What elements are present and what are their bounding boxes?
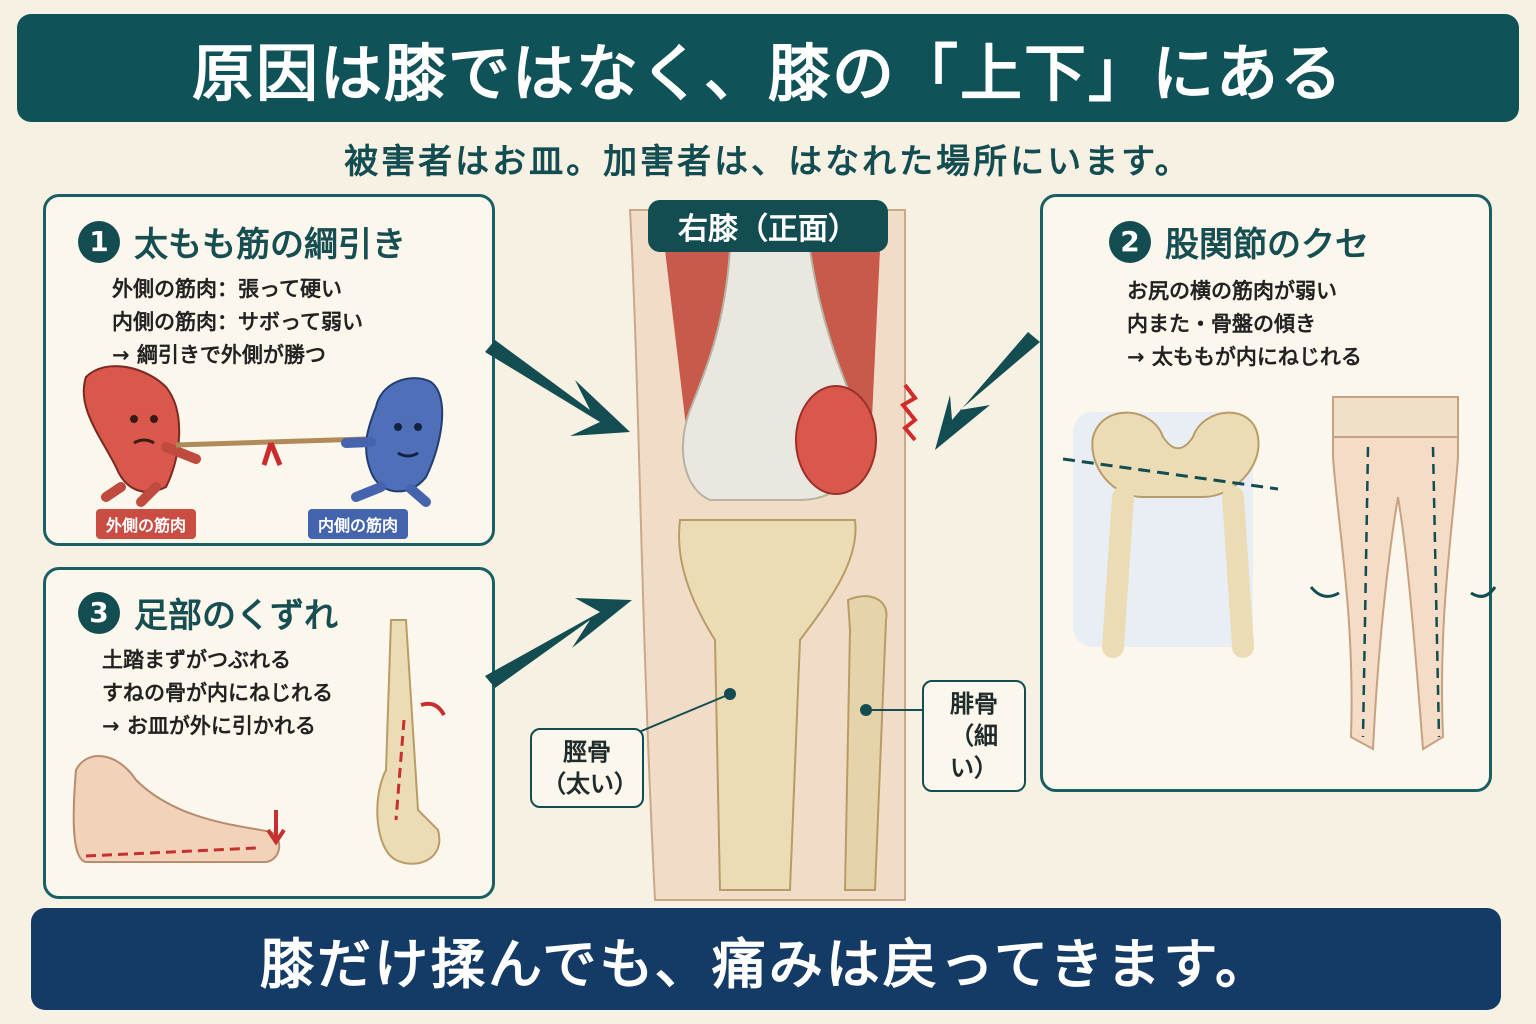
panel-3-line-2: すねの骨が内にねじれる: [102, 681, 333, 705]
arrow-from-panel-1: [485, 340, 630, 436]
panel-3-heading: 足部のくずれ: [134, 596, 338, 636]
bottom-message: 膝だけ揉んでも、痛みは戻ってきます。: [260, 932, 1272, 996]
inner-muscle-tag: 内側の筋肉: [308, 509, 409, 539]
fibula-name: 腓骨: [950, 690, 998, 718]
title-banner: 原因は膝ではなく、膝の「上下」にある: [17, 14, 1519, 122]
inner-muscle-figure: [365, 377, 444, 493]
fibula: [843, 595, 888, 891]
panel-foot-collapse: 3 足部のくずれ 土踏まずがつぶれる すねの骨が内にねじれる → お皿が外に引か…: [43, 567, 495, 899]
panel-1-text: 外側の筋肉：張って硬い 内側の筋肉：サボって弱い → 綱引きで外側が勝つ: [112, 273, 363, 372]
tibia-note: （太い）: [542, 770, 638, 798]
panel-2-title: 2 股関節のクセ: [1109, 217, 1369, 266]
panel-3-number: 3: [78, 591, 120, 634]
outer-muscle-tag: 外側の筋肉: [96, 509, 197, 539]
page-title: 原因は膝ではなく、膝の「上下」にある: [191, 37, 1344, 110]
knee-label: 右膝（正面）: [648, 200, 888, 252]
bottom-banner: 膝だけ揉んでも、痛みは戻ってきます。: [31, 908, 1501, 1010]
panel-3-line-1: 土踏まずがつぶれる: [102, 648, 291, 672]
panel-2-line-3: → 太ももが内にねじれる: [1127, 345, 1362, 369]
panel-3-text: 土踏まずがつぶれる すねの骨が内にねじれる → お皿が外に引かれる: [102, 644, 333, 743]
legs: [1332, 396, 1459, 751]
panel-1-line-2: 内側の筋肉：サボって弱い: [112, 310, 363, 334]
pelvis: [1091, 411, 1260, 499]
arrow-from-panel-2: [935, 332, 1040, 450]
panel-2-text: お尻の横の筋肉が弱い 内また・骨盤の傾き → 太ももが内にねじれる: [1127, 275, 1362, 374]
rope: [175, 436, 367, 448]
panel-2-heading: 股関節のクセ: [1165, 225, 1369, 265]
patella: [795, 385, 877, 495]
panel-2-line-1: お尻の横の筋肉が弱い: [1127, 279, 1337, 303]
panel-2-line-2: 内また・骨盤の傾き: [1127, 312, 1316, 336]
outer-muscle-figure: [82, 365, 181, 493]
foot-illustration: [72, 619, 446, 865]
tibia-label: 脛骨 （太い）: [530, 728, 644, 808]
tibia: [678, 519, 857, 891]
tibia-name: 脛骨: [563, 738, 611, 766]
pain-mark: [899, 383, 918, 442]
fibula-label: 腓骨 （細い）: [922, 680, 1026, 792]
panel-thigh-tug: 1 太もも筋の綱引き 外側の筋肉：張って硬い 内側の筋肉：サボって弱い → 綱引…: [43, 194, 495, 546]
panel-hip-habit: 2 股関節のクセ お尻の横の筋肉が弱い 内また・骨盤の傾き → 太ももが内にねじ…: [1040, 194, 1497, 792]
fibula-note: （細い）: [950, 722, 998, 782]
panel-1-title: 1 太もも筋の綱引き: [78, 217, 406, 266]
panel-3-title: 3 足部のくずれ: [78, 588, 338, 637]
tug-of-war-illustration: [82, 365, 444, 507]
subtitle: 被害者はお皿。加害者は、はなれた場所にいます。: [344, 142, 1192, 182]
panel-1-line-3: → 綱引きで外側が勝つ: [112, 343, 326, 367]
hip-illustration: [1062, 396, 1497, 751]
shin-bone: [376, 619, 441, 865]
panel-1-number: 1: [78, 220, 120, 263]
panel-1-line-1: 外側の筋肉：張って硬い: [112, 277, 342, 301]
arrow-from-panel-3: [485, 598, 632, 688]
panel-3-line-3: → お皿が外に引かれる: [102, 714, 316, 738]
panel-1-heading: 太もも筋の綱引き: [134, 225, 406, 265]
panel-2-number: 2: [1109, 220, 1151, 263]
